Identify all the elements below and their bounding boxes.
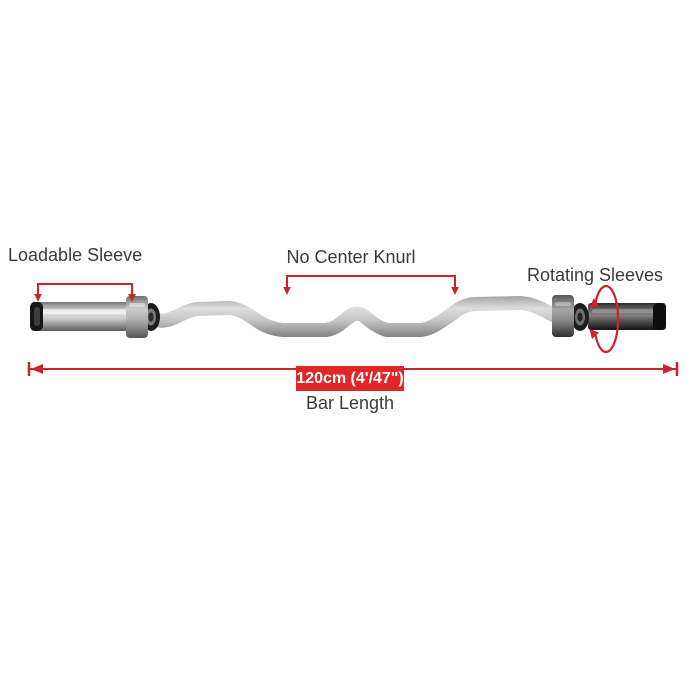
right-sleeve [588,303,666,330]
bar-length-caption: Bar Length [305,393,395,413]
down-arrow-icon [34,294,136,302]
left-collar [126,296,148,338]
loadable-sleeve-bracket [34,283,136,302]
loadable-sleeve-label: Loadable Sleeve [8,245,143,265]
right-collar [552,295,574,337]
measure-arrow-icon [31,364,675,374]
left-sleeve-end-cap [30,302,43,331]
down-arrow-icon [283,287,459,295]
rotating-sleeves-label: Rotating Sleeves [526,265,664,285]
rotation-arrow-icon [589,284,620,354]
bar-length-value-badge: 120cm (4'/47") [296,366,404,391]
left-sleeve [30,302,130,331]
right-sleeve-end-cap [653,303,666,330]
bar-shaft [143,296,581,337]
right-bearing [571,303,589,331]
no-center-knurl-label: No Center Knurl [286,247,416,267]
no-center-knurl-bracket [283,275,459,295]
